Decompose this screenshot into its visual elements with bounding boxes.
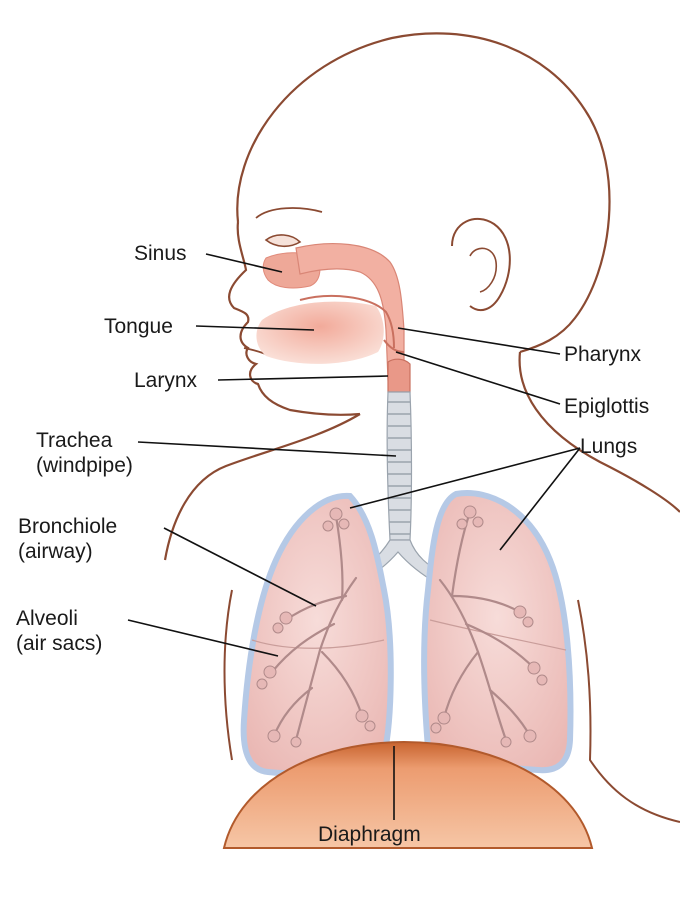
ear xyxy=(452,219,510,310)
ear-inner xyxy=(470,248,496,292)
leader-larynx xyxy=(218,376,388,380)
label-larynx: Larynx xyxy=(134,368,197,393)
brow xyxy=(256,208,322,218)
leader-epiglottis xyxy=(396,352,560,404)
label-bronchiole-line2: (airway) xyxy=(18,539,117,564)
larynx-shape xyxy=(388,359,410,392)
label-trachea: Trachea (windpipe) xyxy=(36,428,133,478)
left-arm xyxy=(225,590,233,760)
neck-back xyxy=(520,352,680,512)
label-alveoli-line2: (air sacs) xyxy=(16,631,102,656)
label-trachea-line2: (windpipe) xyxy=(36,453,133,478)
label-alveoli-line1: Alveoli xyxy=(16,606,102,631)
head-outline xyxy=(237,33,609,352)
label-bronchiole-line1: Bronchiole xyxy=(18,514,117,539)
label-tongue: Tongue xyxy=(104,314,173,339)
eye xyxy=(266,235,300,246)
label-trachea-line1: Trachea xyxy=(36,428,133,453)
leader-trachea xyxy=(138,442,396,456)
right-arm xyxy=(578,600,680,822)
leader-pharynx xyxy=(398,328,560,354)
label-pharynx: Pharynx xyxy=(564,342,641,367)
label-alveoli: Alveoli (air sacs) xyxy=(16,606,102,656)
tongue-shape xyxy=(256,302,383,364)
label-epiglottis: Epiglottis xyxy=(564,394,649,419)
label-lungs: Lungs xyxy=(580,434,637,459)
label-sinus: Sinus xyxy=(134,241,187,266)
right-lung xyxy=(424,493,570,770)
label-bronchiole: Bronchiole (airway) xyxy=(18,514,117,564)
label-diaphragm: Diaphragm xyxy=(318,822,421,847)
